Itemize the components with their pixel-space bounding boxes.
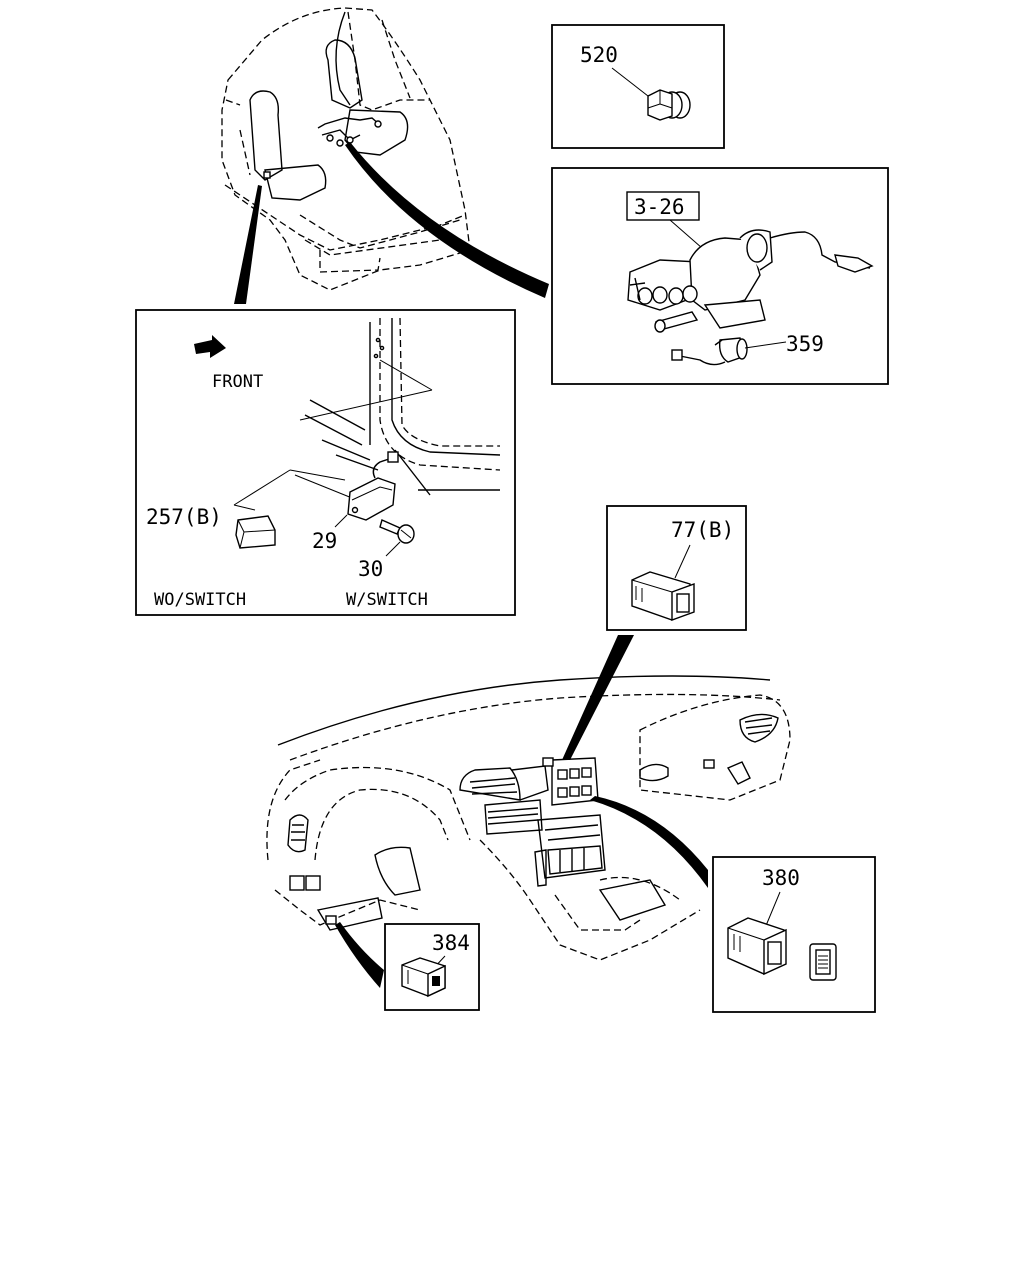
leader-wedge-380 bbox=[590, 796, 708, 888]
callout-box-520: 520 bbox=[551, 24, 725, 149]
label-380: 380 bbox=[762, 866, 800, 890]
part-380-switch-icon bbox=[727, 917, 787, 976]
front-arrow-icon bbox=[194, 335, 226, 358]
w-switch-label: W/SWITCH bbox=[346, 590, 428, 610]
callout-box-77b: 77(B) bbox=[606, 505, 747, 631]
label-257b: 257(B) bbox=[146, 505, 222, 529]
part-30-screw-icon bbox=[379, 519, 415, 544]
leader-wedge-77b bbox=[562, 635, 634, 760]
leader-wedge-384 bbox=[335, 922, 384, 988]
label-520: 520 bbox=[580, 43, 618, 67]
door-pillar-illustration bbox=[304, 317, 501, 496]
part-520-icon bbox=[647, 89, 691, 121]
cab-overview-illustration bbox=[221, 7, 471, 291]
label-384: 384 bbox=[432, 931, 470, 955]
leader-wedge-harness bbox=[345, 142, 549, 298]
label-359: 359 bbox=[786, 332, 824, 356]
label-77b: 77(B) bbox=[671, 518, 734, 542]
dashboard-illustration bbox=[266, 675, 791, 961]
part-380-face-icon bbox=[809, 943, 837, 981]
part-77b-switch-icon bbox=[631, 571, 695, 621]
part-257b-cap-icon bbox=[235, 515, 276, 549]
label-30: 30 bbox=[358, 557, 383, 581]
label-3-26: 3-26 bbox=[634, 195, 685, 219]
part-actuator-assembly-icon bbox=[627, 229, 874, 333]
callout-box-door-switch: FRONT 29 bbox=[135, 309, 516, 616]
part-359-sensor-icon bbox=[671, 337, 748, 366]
leader-wedge-door-switch bbox=[234, 185, 262, 304]
callout-box-3-26: 3-26 359 bbox=[551, 167, 889, 385]
reference-box-3-26 bbox=[626, 191, 700, 221]
label-29: 29 bbox=[312, 529, 337, 553]
part-29-switch-icon bbox=[347, 451, 399, 521]
callout-box-384: 384 bbox=[384, 923, 480, 1011]
callout-box-380: 380 bbox=[712, 856, 876, 1013]
wo-switch-label: WO/SWITCH bbox=[154, 590, 246, 610]
part-384-switch-icon bbox=[401, 957, 446, 998]
front-label: FRONT bbox=[212, 372, 263, 392]
